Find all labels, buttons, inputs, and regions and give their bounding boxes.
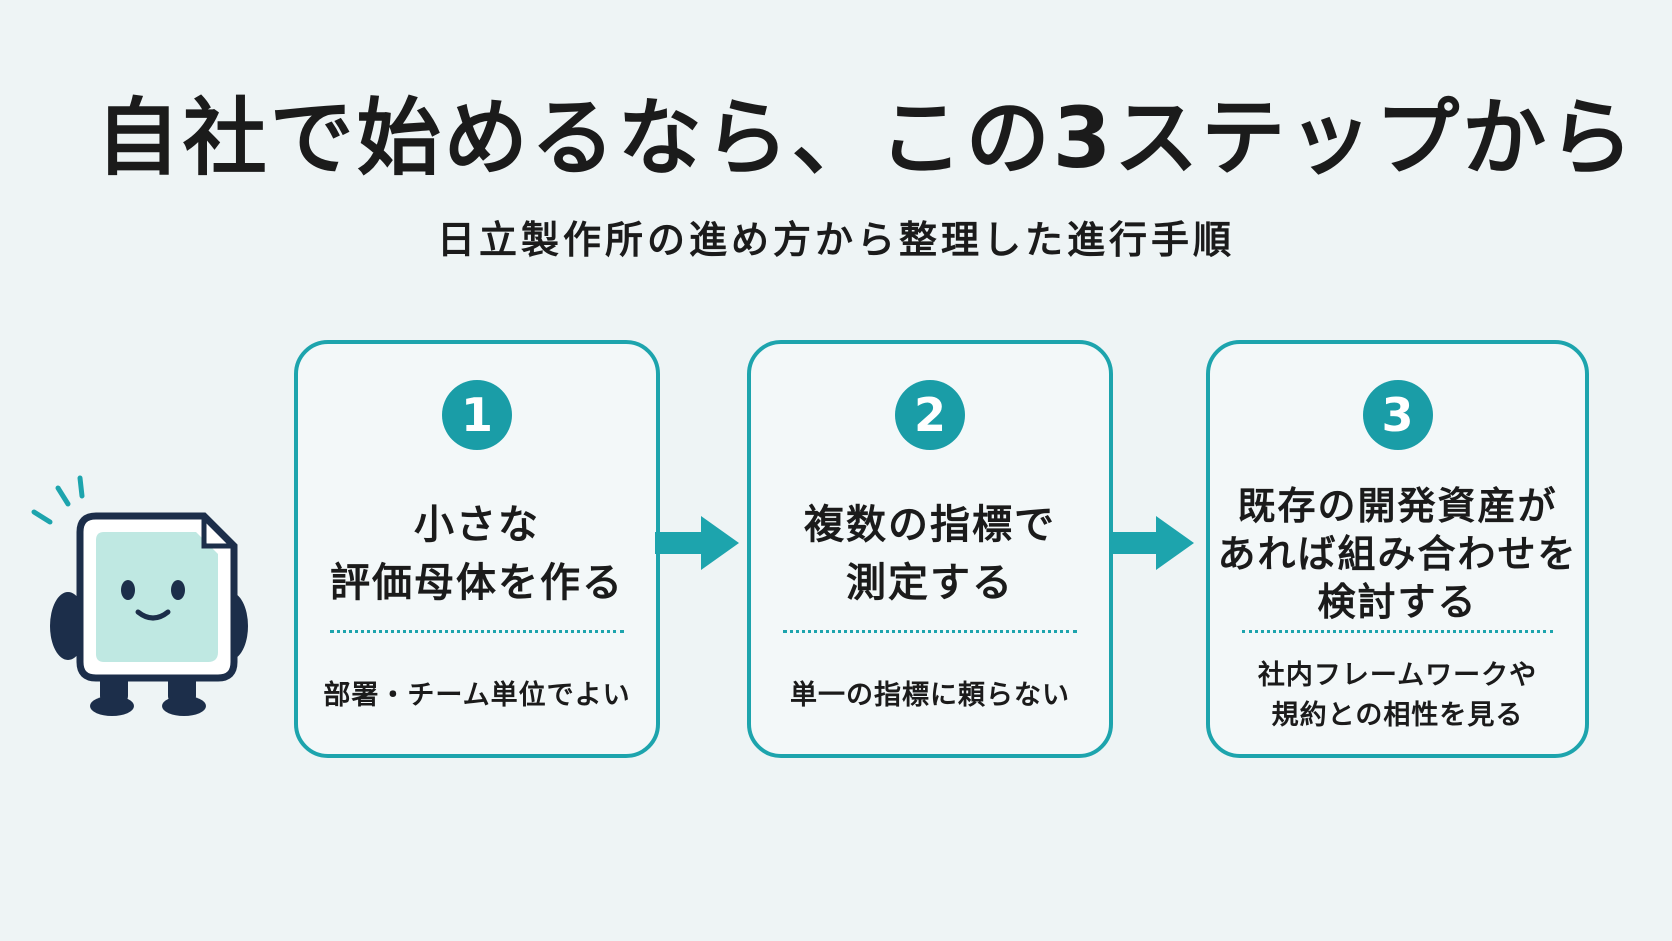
- arrow-right-icon: [655, 516, 739, 570]
- step-title-line: 複数の指標で: [804, 502, 1056, 548]
- step-card-3: 3 既存の開発資産が あれば組み合わせを 検討する 社内フレームワークや 規約と…: [1206, 340, 1589, 758]
- step-note-line: 単一の指標に頼らない: [790, 680, 1070, 711]
- page-subtitle: 日立製作所の進め方から整理した進行手順: [436, 218, 1235, 262]
- step-note-line: 部署・チーム単位でよい: [323, 680, 631, 711]
- arrow-right-icon: [1110, 516, 1194, 570]
- step-title: 既存の開発資産が あれば組み合わせを 検討する: [1210, 474, 1585, 634]
- step-card-1: 1 小さな 評価母体を作る 部署・チーム単位でよい: [294, 340, 660, 758]
- step-title: 小さな 評価母体を作る: [298, 474, 656, 634]
- step-number-badge: 2: [895, 380, 965, 450]
- step-note-line: 規約との相性を見る: [1271, 700, 1524, 731]
- step-title: 複数の指標で 測定する: [751, 474, 1109, 634]
- step-title-line: 評価母体を作る: [330, 560, 624, 606]
- step-title-line: 既存の開発資産が: [1237, 484, 1558, 528]
- step-title-line: 測定する: [846, 560, 1014, 606]
- step-note: 部署・チーム単位でよい: [298, 644, 656, 748]
- mascot-icon: [31, 475, 248, 716]
- step-note: 社内フレームワークや 規約との相性を見る: [1210, 644, 1585, 748]
- step-number-badge: 1: [442, 380, 512, 450]
- step-card-2: 2 複数の指標で 測定する 単一の指標に頼らない: [747, 340, 1113, 758]
- dotted-divider: [1242, 630, 1553, 633]
- step-note: 単一の指標に頼らない: [751, 644, 1109, 748]
- step-note-line: 社内フレームワークや: [1257, 660, 1538, 691]
- dotted-divider: [783, 630, 1077, 633]
- dotted-divider: [330, 630, 624, 633]
- page-title: 自社で始めるなら、この3ステップから: [95, 89, 1637, 187]
- step-title-line: 小さな: [414, 502, 540, 548]
- step-title-line: あれば組み合わせを: [1217, 532, 1578, 576]
- step-number-badge: 3: [1362, 380, 1433, 450]
- step-title-line: 検討する: [1317, 580, 1478, 624]
